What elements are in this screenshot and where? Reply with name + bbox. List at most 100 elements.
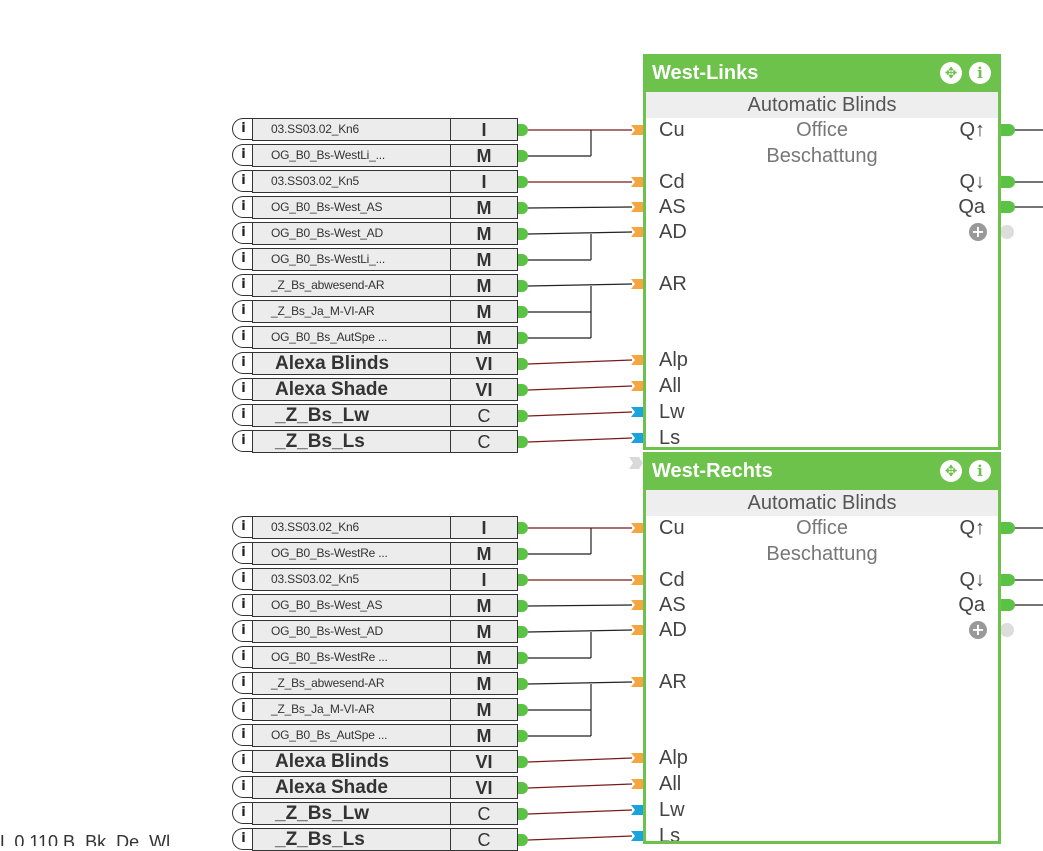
source-type: I xyxy=(481,172,487,192)
source-name: Alexa Blinds xyxy=(253,751,451,772)
source-type: M xyxy=(476,544,492,564)
info-icon[interactable]: i xyxy=(232,776,254,798)
info-icon[interactable]: i xyxy=(232,542,254,564)
info-icon[interactable]: i xyxy=(232,724,254,746)
info-icon[interactable]: i xyxy=(232,352,254,374)
source-box[interactable]: OG_B0_Bs_AutSpe ...M xyxy=(252,724,518,747)
input-label-ar: AR xyxy=(659,671,687,693)
source-box[interactable]: OG_B0_Bs-WestLi_...M xyxy=(252,248,518,271)
input-port xyxy=(631,523,643,533)
info-icon[interactable]: i xyxy=(232,750,254,772)
move-icon[interactable]: ✥ xyxy=(940,460,962,482)
info-icon[interactable]: i xyxy=(232,568,254,590)
info-icon[interactable]: i xyxy=(232,828,254,850)
info-icon[interactable]: i xyxy=(232,170,254,192)
info-icon[interactable]: i xyxy=(232,300,254,322)
source-box[interactable]: OG_B0_Bs-WestLi_...M xyxy=(252,144,518,167)
info-icon[interactable]: i xyxy=(232,620,254,642)
info-icon[interactable]: i xyxy=(232,144,254,166)
info-icon[interactable]: i xyxy=(232,196,254,218)
source-box[interactable]: OG_B0_Bs-WestRe ...M xyxy=(252,646,518,669)
info-icon[interactable]: i xyxy=(232,516,254,538)
info-icon[interactable]: i xyxy=(232,430,254,452)
block-header[interactable]: West-Links✥i xyxy=(643,54,1001,92)
block-header[interactable]: West-Rechts✥i xyxy=(643,452,1001,490)
input-port xyxy=(631,381,643,391)
add-output-icon[interactable]: + xyxy=(969,621,987,639)
info-icon[interactable]: i xyxy=(232,698,254,720)
source-box[interactable]: OG_B0_Bs_AutSpe ...M xyxy=(252,326,518,349)
info-icon[interactable]: i xyxy=(232,672,254,694)
info-icon[interactable]: i xyxy=(232,326,254,348)
input-port xyxy=(631,625,643,635)
info-icon[interactable]: i xyxy=(232,118,254,140)
info-icon[interactable]: i xyxy=(232,274,254,296)
wire xyxy=(527,757,633,763)
info-icon[interactable]: i xyxy=(232,646,254,668)
source-type: M xyxy=(476,198,492,218)
info-icon[interactable]: i xyxy=(232,594,254,616)
source-box[interactable]: OG_B0_Bs-WestRe ...M xyxy=(252,542,518,565)
info-icon[interactable]: i xyxy=(969,62,991,84)
move-icon[interactable]: ✥ xyxy=(940,62,962,84)
info-icon[interactable]: i xyxy=(232,378,254,400)
info-icon[interactable]: i xyxy=(232,802,254,824)
info-icon[interactable]: i xyxy=(232,404,254,426)
source-type: M xyxy=(476,224,492,244)
info-icon[interactable]: i xyxy=(969,460,991,482)
info-icon[interactable]: i xyxy=(232,222,254,244)
info-icon[interactable]: i xyxy=(232,248,254,270)
source-name: _Z_Bs_Ls xyxy=(253,829,451,850)
source-port xyxy=(516,652,528,664)
add-output-icon[interactable]: + xyxy=(969,223,987,241)
